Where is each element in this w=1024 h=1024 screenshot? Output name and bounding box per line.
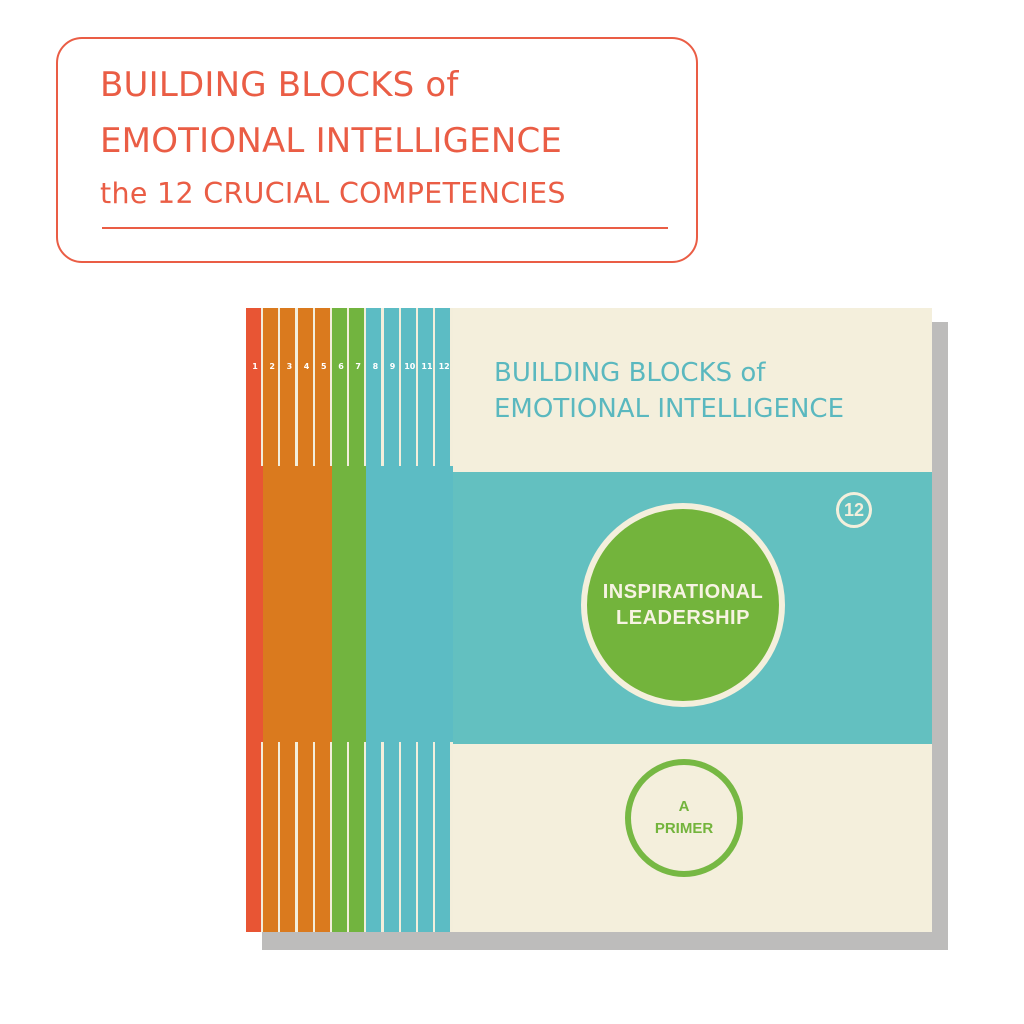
book-spine-5: 5	[314, 308, 333, 932]
book-cover: BUILDING BLOCKS of EMOTIONAL INTELLIGENC…	[448, 308, 932, 932]
spine-number: 4	[303, 362, 310, 371]
spine-edge-stripe	[295, 308, 299, 466]
spine-edge-stripe	[398, 742, 402, 932]
topic-line-1: INSPIRATIONAL	[602, 581, 764, 603]
spine-edge-stripe	[312, 742, 316, 932]
spine-number: 3	[286, 362, 293, 371]
spine-edge-stripe	[329, 742, 333, 932]
topic-line-2: LEADERSHIP	[616, 607, 750, 629]
spine-edge-stripe	[415, 742, 419, 932]
primer-line-2: PRIMER	[654, 820, 714, 837]
spine-edge-stripe	[295, 742, 299, 932]
spine-number: 2	[269, 362, 275, 371]
spine-number: 6	[338, 362, 344, 371]
header-subtitle: the 12 CRUCIAL COMPETENCIES	[100, 177, 566, 210]
cover-title-line-1: BUILDING BLOCKS of	[494, 358, 766, 388]
topic-circle: INSPIRATIONAL LEADERSHIP	[581, 503, 785, 707]
spine-edge-stripe	[364, 308, 368, 466]
spine-number: 1	[252, 362, 258, 371]
spine-edge-stripe	[450, 308, 454, 466]
header-title-line-1: BUILDING BLOCKS of	[100, 65, 459, 105]
primer-badge: A PRIMER	[625, 759, 743, 877]
spine-number: 7	[355, 362, 361, 371]
book-spine-1: 1	[246, 308, 264, 932]
spine-number: 5	[321, 362, 327, 371]
book-spine-8: 8	[366, 308, 385, 932]
spine-edge-stripe	[450, 742, 454, 932]
header-underline	[102, 227, 668, 229]
spine-edge-stripe	[364, 742, 368, 932]
spine-edge-stripe	[261, 308, 264, 466]
book-spine-7: 7	[349, 308, 368, 932]
spine-edge-stripe	[415, 308, 419, 466]
book-spine-2: 2	[263, 308, 282, 932]
spine-edge-stripe	[329, 308, 333, 466]
book-spine-6: 6	[332, 308, 350, 932]
spine-edge-stripe	[347, 308, 350, 466]
spine-number: 9	[389, 362, 396, 371]
spine-edge-stripe	[312, 308, 316, 466]
header-title-line-2: EMOTIONAL INTELLIGENCE	[100, 121, 563, 161]
spine-edge-stripe	[433, 308, 436, 466]
spine-edge-stripe	[398, 308, 402, 466]
book-spine-3: 3	[280, 308, 299, 932]
spine-number: 11	[421, 362, 433, 371]
spine-edge-stripe	[278, 742, 282, 932]
spine-edge-stripe	[261, 742, 264, 932]
spine-edge-stripe	[381, 308, 385, 466]
book-spine-10: 10	[400, 308, 419, 932]
spine-edge-stripe	[381, 742, 385, 932]
spine-number: 8	[372, 362, 379, 371]
header-title-box: BUILDING BLOCKS of EMOTIONAL INTELLIGENC…	[56, 37, 698, 263]
primer-line-1: A	[678, 798, 690, 815]
book-spine-9: 9	[383, 308, 402, 932]
spine-edge-stripe	[433, 742, 436, 932]
book-spine-11: 11	[418, 308, 436, 932]
spine-number: 10	[404, 362, 416, 371]
spine-edge-stripe	[347, 742, 350, 932]
volume-number-badge: 12	[836, 492, 872, 528]
spine-edge-stripe	[278, 308, 282, 466]
cover-title-line-2: EMOTIONAL INTELLIGENCE	[494, 394, 844, 424]
book-spine-4: 4	[297, 308, 316, 932]
spine-number: 12	[438, 362, 450, 371]
book-spine-12: 12	[435, 308, 454, 932]
